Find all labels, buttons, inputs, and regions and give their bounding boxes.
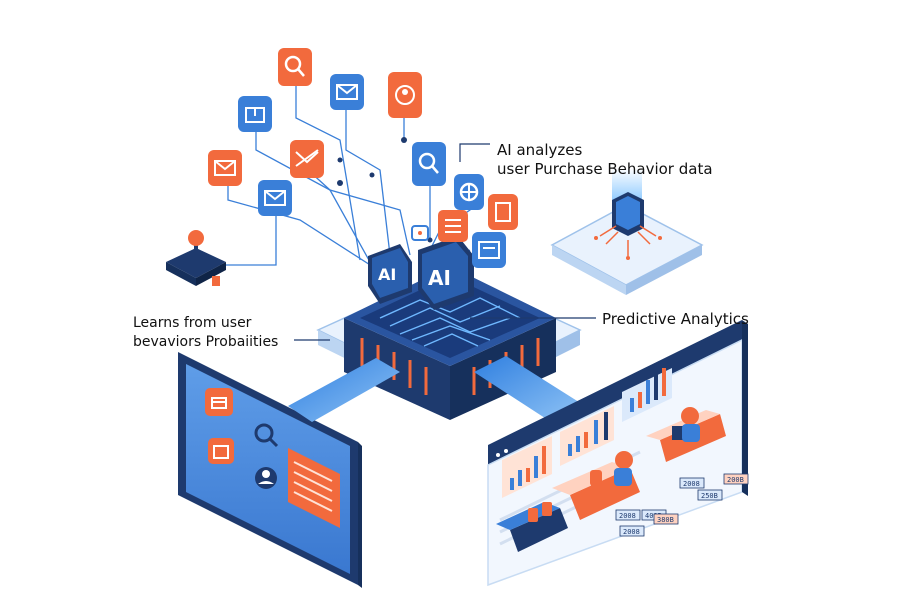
ai-chip-back-label: AI <box>378 265 396 284</box>
joystick-icon <box>166 230 226 286</box>
settings-icon <box>454 174 484 210</box>
mail-icon <box>330 74 364 110</box>
search-icon <box>278 48 312 86</box>
tag-1-2 <box>697 489 723 501</box>
inbox-icon <box>238 96 272 132</box>
caption-learns-line2: bevaviors Probaiities <box>133 334 279 350</box>
caption-ai-analyzes-line1: AI analyzes <box>497 141 583 159</box>
caption-learns-line1: Learns from user <box>133 315 252 331</box>
tag-row-3 <box>619 513 679 537</box>
left-monitor-search-icon <box>254 423 279 448</box>
mail-icon-3 <box>258 180 292 216</box>
caption-predictive: Predictive Analytics <box>602 310 749 328</box>
mail-icon-2 <box>208 150 242 186</box>
ai-chip-back <box>368 244 412 304</box>
caption-leaders <box>294 143 596 341</box>
data-platform <box>550 168 704 295</box>
dashboard-chart-2 <box>560 406 614 466</box>
left-monitor-bag-icon <box>208 438 234 464</box>
left-monitor-box-icon <box>205 388 233 416</box>
tag-2-2-label: 400B <box>645 512 662 520</box>
tag-row-1 <box>679 473 749 501</box>
tile-desk-bottom <box>496 502 568 552</box>
dashboard-chart-1 <box>502 436 552 498</box>
tag-3-2-label: 380B <box>657 516 674 524</box>
tag-3-1-label: 2008 <box>623 528 640 536</box>
user-icon <box>388 72 422 118</box>
ai-chip-front <box>418 236 474 310</box>
alert-icon <box>290 140 324 178</box>
link-icon <box>411 225 429 241</box>
list-icon <box>438 210 468 242</box>
left-monitor-notes <box>288 448 340 528</box>
tag-1-1-label: 2008 <box>683 480 700 488</box>
dashboard-chart-3 <box>622 368 672 422</box>
search-icon-2 <box>412 142 446 186</box>
caption-ai-analyzes-line2: user Purchase Behavior data <box>497 160 713 178</box>
caption-learns: Learns from user bevaviors Probaiities <box>133 314 278 352</box>
left-monitor-user-icon <box>255 467 277 489</box>
chat-icon <box>472 232 506 268</box>
caption-ai-analyzes: AI analyzes user Purchase Behavior data <box>497 141 713 179</box>
tag-1-3-label: 200B <box>727 476 744 484</box>
document-icon <box>488 194 518 230</box>
tag-1-2-label: 250B <box>701 492 718 500</box>
tag-2-1-label: 2008 <box>619 512 636 520</box>
tile-desk-right <box>646 407 726 462</box>
beam-left <box>288 358 400 422</box>
beam-right <box>474 356 582 420</box>
chip-circuits <box>379 297 521 347</box>
tag-1-1 <box>679 477 705 489</box>
tile-desk-middle <box>552 451 640 520</box>
ai-chip-front-label: AI <box>428 266 451 290</box>
tag-1-3 <box>723 473 749 485</box>
